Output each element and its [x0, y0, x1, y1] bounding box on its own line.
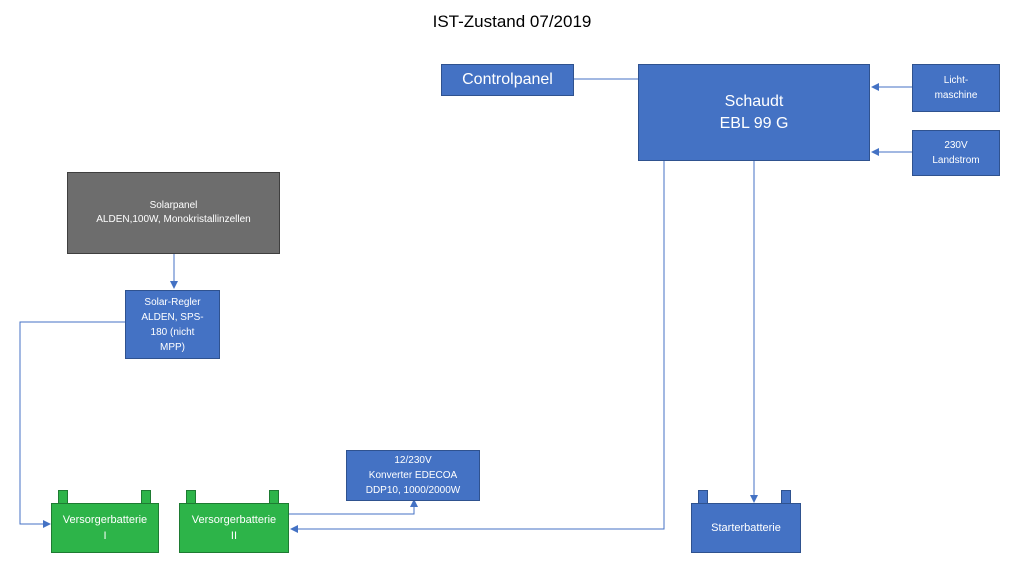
controlpanel-box: Controlpanel: [441, 64, 574, 96]
solar-regler-label: Solar-Regler ALDEN, SPS- 180 (nicht MPP): [141, 296, 204, 353]
starterbatterie: Starterbatterie: [691, 503, 801, 553]
controlpanel-label: Controlpanel: [462, 71, 553, 88]
schaudt-box: Schaudt EBL 99 G: [638, 64, 870, 161]
wire-schaudt-versorger2: [290, 161, 665, 533]
starter-terminal-right: [781, 490, 791, 504]
solarpanel-label: Solarpanel ALDEN,100W, Monokristallinzel…: [96, 200, 251, 225]
konverter-box: 12/230V Konverter EDECOA DDP10, 1000/200…: [346, 450, 480, 501]
versorger2-label: Versorgerbatterie II: [191, 514, 277, 542]
landstrom-box: 230V Landstrom: [912, 130, 1000, 176]
versorgerbatterie-1: Versorgerbatterie I: [51, 503, 159, 553]
versorger2-terminal-right: [269, 490, 279, 504]
starter-label: Starterbatterie: [711, 522, 781, 534]
konverter-label: 12/230V Konverter EDECOA DDP10, 1000/200…: [365, 455, 461, 496]
wire-regler-versorger1: [19, 321, 125, 528]
versorger2-terminal-left: [186, 490, 196, 504]
solar-regler-box: Solar-Regler ALDEN, SPS- 180 (nicht MPP): [125, 290, 220, 359]
versorger1-terminal-left: [58, 490, 68, 504]
lichtmaschine-label: Licht- maschine: [934, 75, 978, 101]
starter-terminal-left: [698, 490, 708, 504]
versorger1-label: Versorgerbatterie I: [62, 514, 148, 542]
versorger1-terminal-right: [141, 490, 151, 504]
solarpanel-box: Solarpanel ALDEN,100W, Monokristallinzel…: [67, 172, 280, 254]
lichtmaschine-box: Licht- maschine: [912, 64, 1000, 112]
schaudt-label: Schaudt EBL 99 G: [719, 92, 789, 132]
wire-versorger2-konverter: [289, 499, 418, 515]
versorgerbatterie-2: Versorgerbatterie II: [179, 503, 289, 553]
diagram-title: IST-Zustand 07/2019: [432, 12, 592, 31]
landstrom-label: 230V Landstrom: [932, 140, 980, 166]
